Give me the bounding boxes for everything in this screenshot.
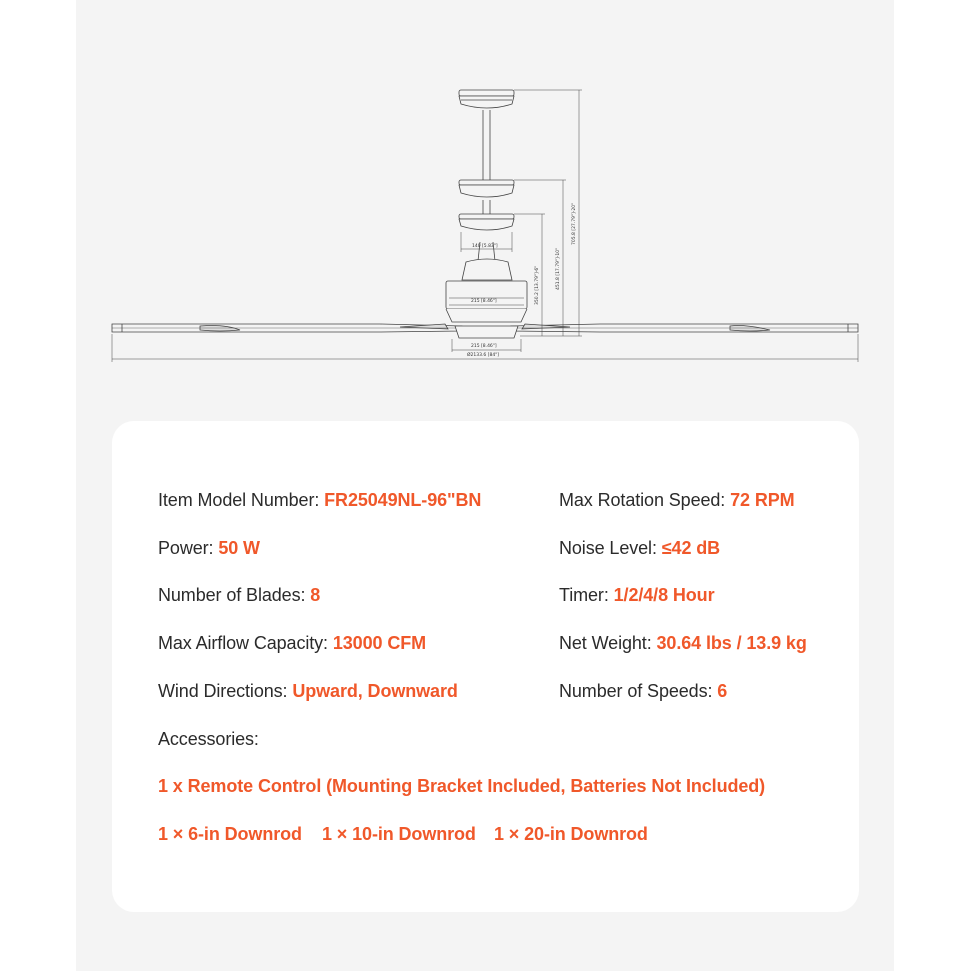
- dim-height-mid: 451.8 [17.79"]-10": [555, 248, 561, 290]
- spec-number-of-speeds: Number of Speeds: 6: [559, 681, 728, 701]
- accessory-downrod-20: 1 × 20-in Downrod: [494, 824, 648, 844]
- lower-canopy: [458, 213, 515, 231]
- accessories-label: Accessories:: [158, 729, 259, 749]
- dim-motor-top: 215 [8.46"]: [471, 298, 497, 304]
- spec-wind-directions: Wind Directions: Upward, Downward: [158, 681, 458, 701]
- spec-model-number: Item Model Number: FR25049NL-96"BN: [158, 490, 482, 510]
- spec-card: [112, 421, 859, 912]
- dim-motor-bottom: 215 [8.46"]: [471, 343, 497, 349]
- accessory-downrod-10: 1 × 10-in Downrod: [322, 824, 476, 844]
- dim-canopy-width: 140 [5.83"]: [472, 243, 498, 249]
- motor-housing: [445, 280, 528, 323]
- accessory-remote-control: 1 x Remote Control (Mounting Bracket Inc…: [158, 776, 766, 796]
- spec-net-weight: Net Weight: 30.64 lbs / 13.9 kg: [559, 633, 807, 653]
- dim-diameter: Ø2133.6 [84"]: [467, 351, 499, 358]
- middle-canopy: [458, 179, 515, 198]
- dim-height-short: 350.2 [13.79"]-6": [534, 266, 540, 305]
- spec-noise-level: Noise Level: ≤42 dB: [559, 538, 721, 558]
- fan-dimension-diagram: 140 [5.83"] 215 [8.46"] 215 [8.46"] Ø213…: [111, 89, 859, 362]
- spec-rotation-speed: Max Rotation Speed: 72 RPM: [559, 490, 795, 510]
- spec-blades: Number of Blades: 8: [158, 585, 321, 605]
- dim-height-long: 705.8 [27.79"]-20": [571, 203, 577, 245]
- top-canopy: [458, 89, 515, 109]
- spec-timer: Timer: 1/2/4/8 Hour: [559, 585, 715, 605]
- spec-power: Power: 50 W: [158, 538, 260, 558]
- spec-airflow: Max Airflow Capacity: 13000 CFM: [158, 633, 427, 653]
- accessory-downrod-6: 1 × 6-in Downrod: [158, 824, 302, 844]
